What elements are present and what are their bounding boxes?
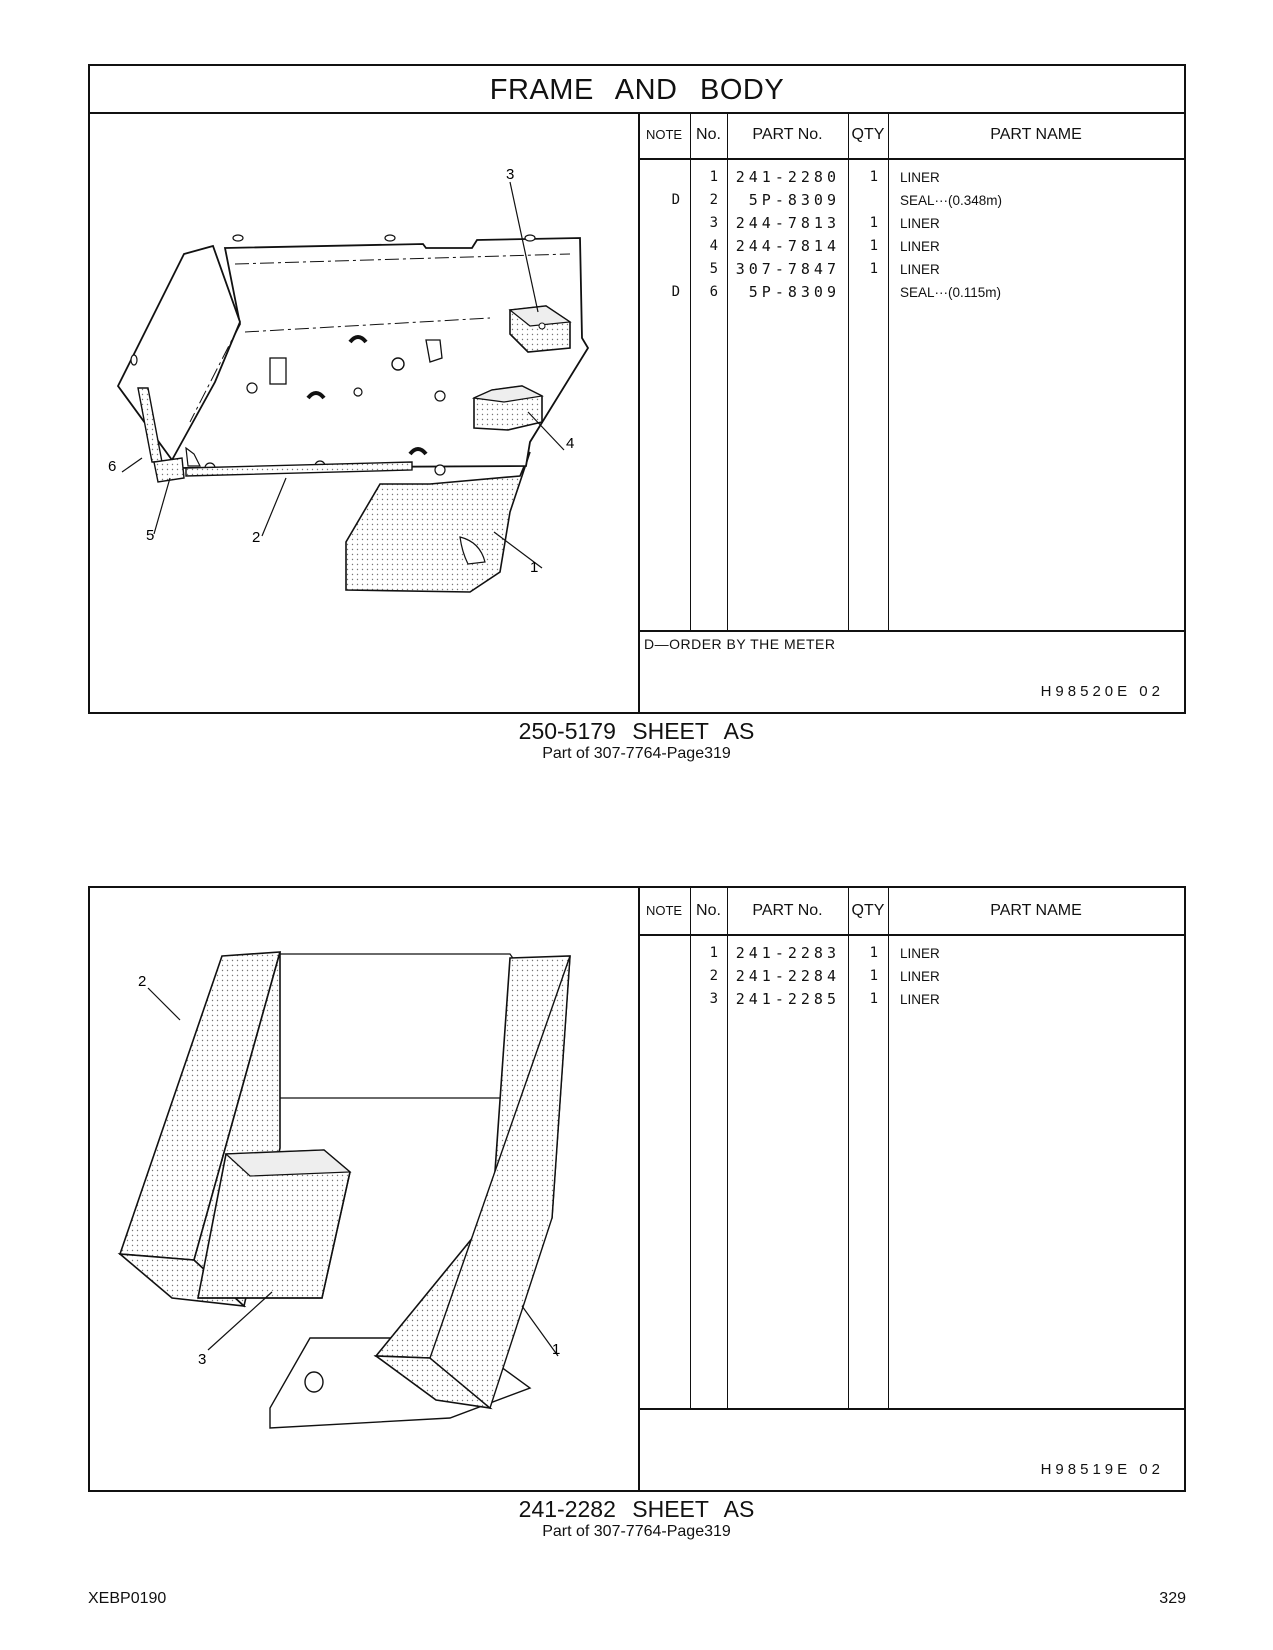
exploded-illustration: 3 4 6 5 2 1 (90, 112, 640, 712)
caption-title: 250-5179 SHEET AS (518, 718, 755, 744)
header-part-name: PART NAME (990, 126, 1082, 143)
callout-2: 2 (252, 529, 260, 546)
table-footer: D—ORDER BY THE METER H98520E 02 (638, 630, 1184, 712)
illustration-code: H98519E 02 (1040, 1461, 1164, 1478)
illustration-code: H98520E 02 (1040, 683, 1164, 700)
section-title: FRAME AND BODY (90, 66, 1184, 114)
page-number: 329 (1159, 1590, 1186, 1607)
header-no: No. (696, 902, 721, 919)
header-note: NOTE (645, 127, 683, 142)
header-qty: QTY (851, 902, 885, 919)
caption-subtitle: Part of 307-7764-Page319 (542, 1523, 731, 1540)
header-part-no: PART No. (752, 126, 823, 143)
header-note: NOTE (645, 903, 683, 918)
callout-6: 6 (108, 458, 116, 475)
callout-3: 3 (198, 1351, 206, 1368)
callout-1: 1 (552, 1341, 560, 1358)
sheet-assembly-drawing: 3 4 6 5 2 1 (108, 166, 590, 593)
table-header: NOTE No. PART No. QTY PART NAME (638, 888, 1184, 936)
callout-5: 5 (146, 527, 154, 544)
callout-4: 4 (566, 435, 574, 452)
parts-panel-250-5179: FRAME AND BODY (88, 64, 1186, 714)
table-footer: H98519E 02 (638, 1408, 1184, 1490)
callout-1: 1 (530, 559, 538, 576)
document-code: XEBP0190 (88, 1590, 167, 1607)
callout-3: 3 (506, 166, 514, 183)
table-header: NOTE No. PART No. QTY PART NAME (638, 112, 1184, 160)
callout-2: 2 (138, 973, 146, 990)
header-no: No. (696, 126, 721, 143)
exploded-illustration: 2 3 1 (90, 888, 640, 1490)
header-qty: QTY (851, 126, 885, 143)
header-part-name: PART NAME (990, 902, 1082, 919)
liner-set-drawing: 2 3 1 (117, 951, 571, 1429)
tray-plate (171, 237, 590, 469)
caption-group2: 241-2282 SHEET AS Part of 307-7764-Page3… (0, 1496, 1273, 1541)
caption-title: 241-2282 SHEET AS (518, 1496, 755, 1522)
footnote: D—ORDER BY THE METER (644, 636, 836, 652)
liner-5-shape (153, 457, 185, 483)
caption-subtitle: Part of 307-7764-Page319 (542, 745, 731, 762)
header-part-no: PART No. (752, 902, 823, 919)
caption-group1: 250-5179 SHEET AS Part of 307-7764-Page3… (0, 718, 1273, 763)
seal-2-shape (185, 461, 413, 477)
